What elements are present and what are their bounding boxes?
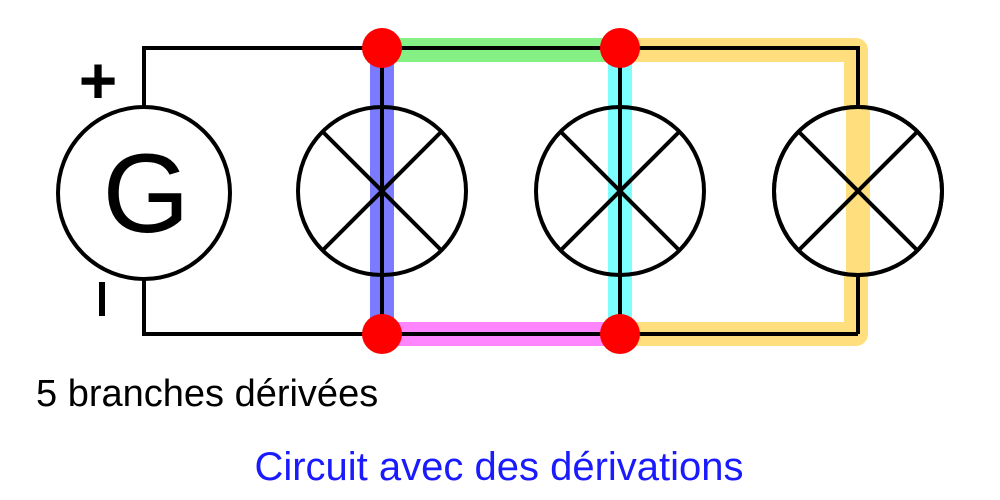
top-wire xyxy=(142,46,860,334)
junction-nodes xyxy=(362,28,640,354)
diagram-caption: Circuit avec des dérivations xyxy=(254,445,743,489)
lamp-2-cross-b xyxy=(559,130,681,252)
generator: G + xyxy=(56,43,232,316)
lamp-2 xyxy=(534,105,706,277)
junction-node-top-left xyxy=(362,28,402,68)
generator-letter: G xyxy=(102,131,189,256)
junction-node-bottom-left xyxy=(362,314,402,354)
lamp-3-outline xyxy=(772,105,944,277)
lamp-1-circle xyxy=(296,105,468,277)
junction-node-bottom-right xyxy=(600,314,640,354)
junction-node-top-right xyxy=(600,28,640,68)
generator-plus-sign: + xyxy=(79,43,118,117)
lamp-3 xyxy=(772,105,944,277)
branch-count-label: 5 branches dérivées xyxy=(36,373,378,415)
lamp-3-cross-b xyxy=(797,130,919,252)
generator-circle xyxy=(56,105,232,281)
wires xyxy=(142,46,860,336)
lamp-1 xyxy=(296,105,468,277)
lamp-1-cross-b xyxy=(321,130,443,252)
lamp-2-circle xyxy=(534,105,706,277)
